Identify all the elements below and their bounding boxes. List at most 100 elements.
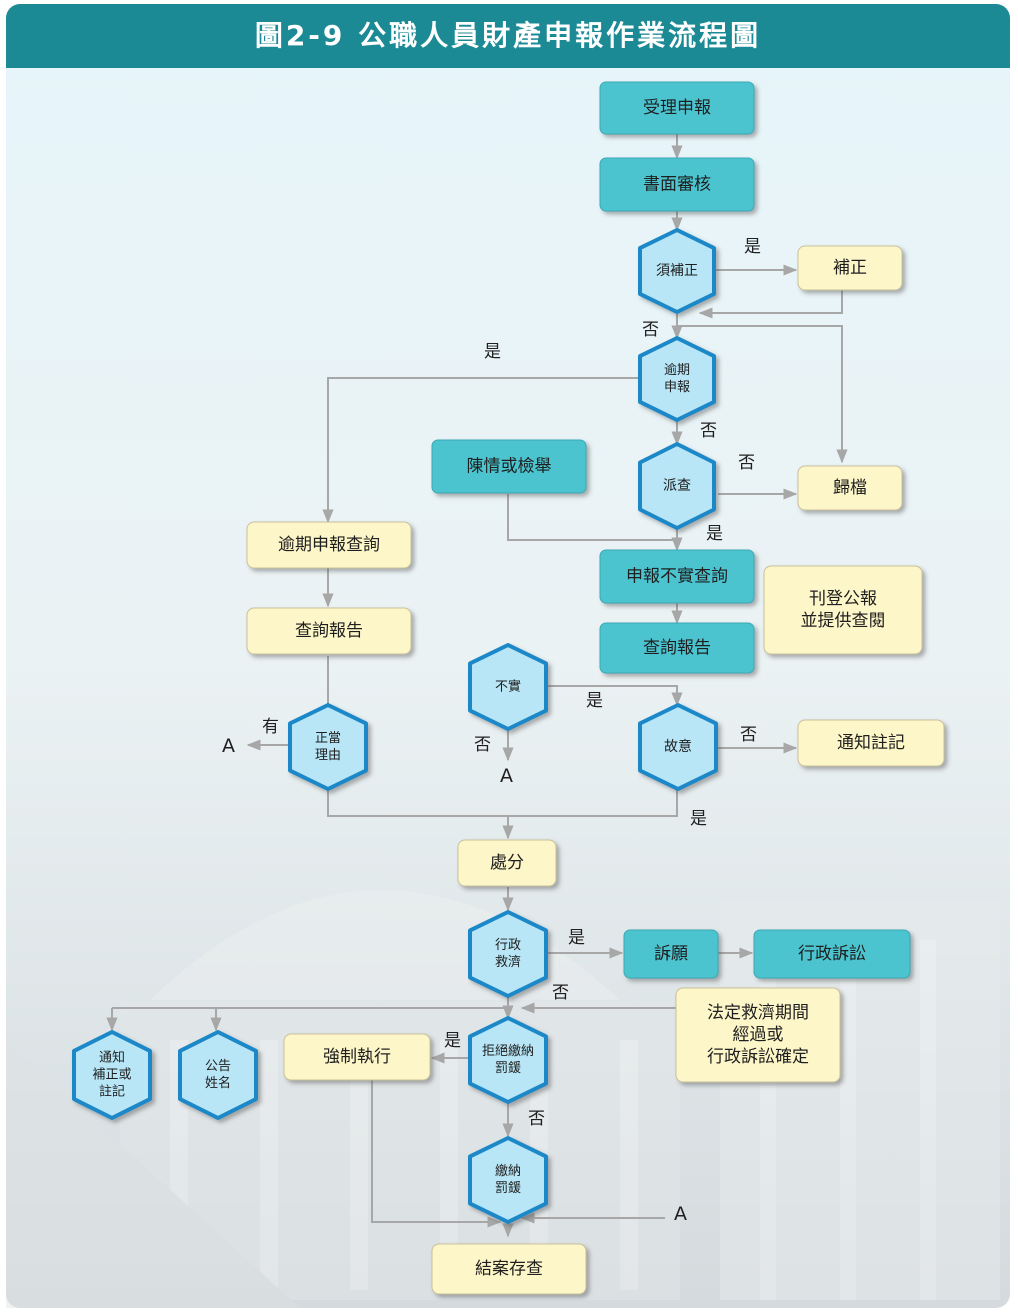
node-label: 訴願 (654, 944, 688, 964)
node-label: 正當 (315, 731, 341, 746)
label-yes: 是 (568, 928, 585, 948)
node-label: 查詢報告 (643, 638, 711, 658)
connector-a: A (500, 765, 513, 787)
node-accept: 受理申報 (599, 81, 755, 135)
decision-shape (288, 703, 368, 791)
node-label: 處分 (490, 853, 524, 873)
node-close: 結案存查 (431, 1243, 587, 1295)
label-have: 有 (262, 717, 279, 737)
process-box (457, 839, 557, 887)
node-label: 並提供查閱 (801, 611, 886, 631)
node-label: 公告 (205, 1059, 231, 1074)
connector-a: A (222, 735, 235, 757)
process-box (797, 245, 903, 291)
process-box (599, 81, 755, 135)
process-box (763, 565, 923, 655)
process-box (797, 465, 903, 511)
node-report-left: 查詢報告 (246, 607, 412, 655)
process-box (431, 1243, 587, 1295)
decision-shape (178, 1030, 258, 1120)
node-label: 逾期 (664, 363, 690, 378)
node-label: 陳情或檢舉 (467, 457, 552, 477)
node-label: 罰鍰 (495, 1180, 521, 1196)
node-notify: 通知註記 (797, 719, 945, 767)
node-label: 註記 (99, 1083, 125, 1099)
edge-labels: 是 否 是 否 否 是 有 A 否 A 是 否 是 是 否 是 否 A (222, 237, 761, 1225)
process-box (431, 439, 587, 494)
node-enforce: 強制執行 (283, 1033, 431, 1081)
decision-shape (638, 703, 718, 791)
node-dispatch: 派查 (638, 442, 716, 530)
node-untrue: 不實 (468, 643, 548, 731)
node-label: 補正 (833, 258, 867, 278)
node-label: 補正或 (92, 1068, 131, 1083)
node-label: 拒絕繳納 (482, 1044, 534, 1059)
connectors (106, 134, 848, 1238)
node-label: 受理申報 (643, 98, 711, 118)
connector-a: A (674, 1203, 687, 1225)
building-backdrop (6, 890, 1000, 1308)
decision-shape (72, 1030, 152, 1120)
node-label: 不實 (495, 679, 521, 695)
node-label: 須補正 (656, 263, 698, 279)
node-label: 書面審核 (643, 175, 711, 195)
node-false-inquiry: 申報不實查詢 (599, 549, 755, 604)
node-label: 通知 (99, 1050, 125, 1066)
node-label: 刊登公報 (809, 589, 877, 609)
process-box (283, 1033, 431, 1081)
node-label: 行政 (495, 938, 521, 953)
node-label: 查詢報告 (295, 621, 363, 641)
node-label: 通知註記 (837, 733, 905, 753)
node-label: 派查 (663, 478, 691, 494)
node-label: 經過或 (733, 1025, 784, 1045)
label-no: 否 (552, 983, 569, 1003)
title-bar: 圖2-9 公職人員財產申報作業流程圖 (6, 4, 1010, 68)
label-no: 否 (528, 1109, 545, 1129)
label-yes: 是 (706, 524, 723, 544)
label-no: 否 (740, 725, 757, 745)
label-yes: 是 (586, 691, 603, 711)
node-label: 故意 (664, 738, 692, 755)
node-overdue-inquiry: 逾期申報查詢 (246, 521, 412, 569)
node-label: 行政訴訟確定 (707, 1047, 809, 1067)
node-label: 姓名 (205, 1075, 231, 1091)
node-label: 法定救濟期間 (707, 1003, 809, 1023)
process-box (246, 521, 412, 569)
page-title: 圖2-9 公職人員財產申報作業流程圖 (254, 19, 762, 52)
decision-shape (638, 336, 716, 422)
node-label: 結案存查 (475, 1259, 543, 1279)
process-box (623, 929, 719, 979)
process-box (599, 622, 755, 674)
node-archive: 歸檔 (797, 465, 903, 511)
decision-shape (468, 643, 548, 731)
node-label: 申報 (664, 380, 690, 395)
decision-shape (638, 442, 716, 530)
process-box (675, 987, 841, 1083)
node-fix: 補正 (797, 245, 903, 291)
label-yes: 是 (690, 809, 707, 829)
label-no: 否 (474, 735, 491, 755)
node-litigation: 行政訴訟 (753, 929, 911, 979)
node-label: 繳納 (495, 1164, 521, 1179)
label-yes: 是 (444, 1031, 461, 1051)
decision-shape (468, 1136, 548, 1224)
decision-shape (638, 228, 716, 314)
node-appeal: 訴願 (623, 929, 719, 979)
node-label: 理由 (315, 748, 341, 763)
node-label: 罰鍰 (495, 1060, 521, 1076)
process-box (753, 929, 911, 979)
node-need-fix: 須補正 (638, 228, 716, 314)
label-no: 否 (700, 421, 717, 441)
process-box (599, 549, 755, 604)
node-penalty: 處分 (457, 839, 557, 887)
